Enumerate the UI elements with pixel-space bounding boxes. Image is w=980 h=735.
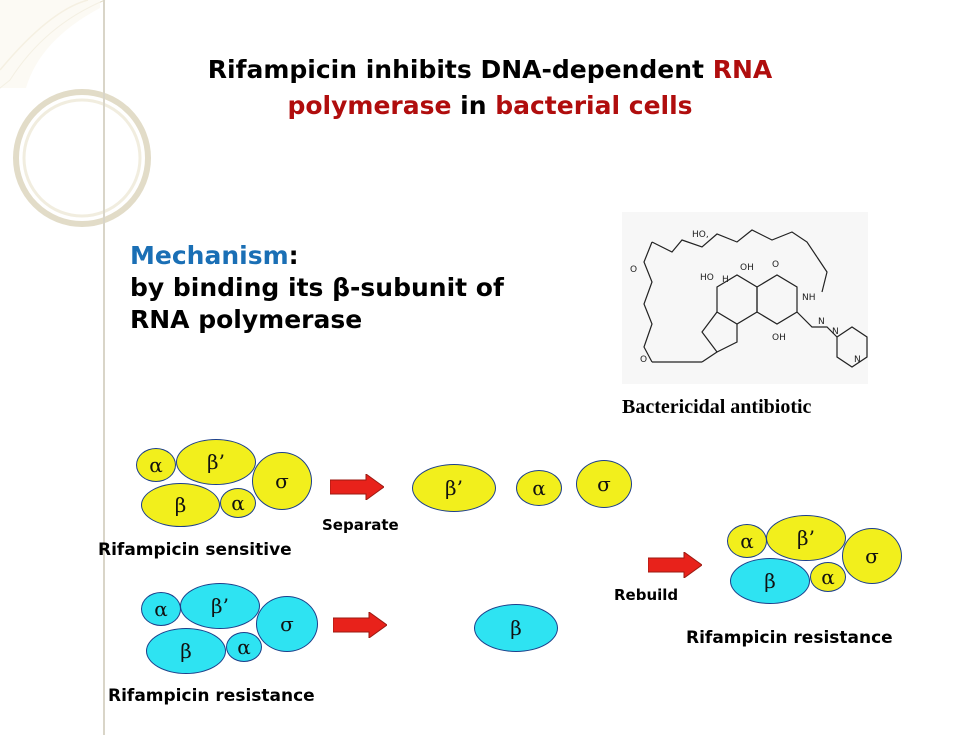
title-text-4: in: [451, 91, 496, 120]
svg-text:O: O: [630, 265, 637, 275]
sigma-label: σ: [865, 544, 879, 568]
slide-title: Rifampicin inhibits DNA-dependent RNA po…: [160, 52, 820, 124]
alpha-label: α: [821, 565, 835, 589]
beta-label: β: [510, 616, 522, 640]
alpha-label: α: [740, 529, 754, 553]
alpha-subunit-rebuilt: α: [810, 562, 846, 592]
beta-subunit-resistant-rebuilt: β: [730, 558, 810, 604]
beta-prime-label: β’: [211, 594, 229, 618]
sigma-subunit-rebuilt: σ: [842, 528, 902, 584]
alpha-label: α: [149, 453, 163, 477]
alpha-subunit-resistant: α: [141, 592, 181, 626]
alpha-label: α: [231, 491, 245, 515]
beta-label: β: [180, 639, 192, 663]
alpha-subunit: α: [220, 488, 256, 518]
beta-subunit: β: [141, 483, 220, 527]
svg-text:O: O: [640, 355, 647, 365]
mechanism-heading: Mechanism: [130, 241, 289, 270]
svg-text:OH: OH: [740, 263, 754, 273]
beta-label: β: [764, 569, 776, 593]
title-text-3: polymerase: [287, 91, 452, 120]
title-text-5: bacterial cells: [495, 91, 693, 120]
svg-text:OH: OH: [772, 333, 786, 343]
svg-text:H: H: [722, 275, 729, 285]
alpha-label: α: [237, 635, 251, 659]
alpha-subunit: α: [136, 448, 176, 482]
svg-text:N: N: [832, 327, 839, 337]
alpha-label: α: [154, 597, 168, 621]
structure-caption: Bactericidal antibiotic: [622, 396, 812, 418]
mechanism-text: Mechanism: by binding its β-subunit of R…: [130, 240, 504, 336]
rifampicin-structure: HO, HO H OH O NH N N N OH O O: [622, 212, 868, 384]
beta-prime-subunit-separated: β’: [412, 464, 496, 512]
separate-label: Separate: [322, 516, 399, 534]
svg-text:HO: HO: [700, 273, 714, 283]
resistance-label-left: Rifampicin resistance: [108, 686, 315, 706]
separate-arrow: [330, 474, 384, 500]
beta-prime-subunit: β’: [176, 439, 256, 485]
sigma-label: σ: [280, 612, 294, 636]
rebuild-label: Rebuild: [614, 586, 679, 604]
sigma-label: σ: [275, 469, 289, 493]
beta-prime-label: β’: [207, 450, 225, 474]
svg-text:N: N: [818, 317, 825, 327]
resistance-arrow: [333, 612, 387, 638]
svg-text:O: O: [772, 260, 779, 270]
sigma-subunit-resistant: σ: [256, 596, 318, 652]
alpha-subunit-separated: α: [516, 470, 562, 506]
beta-subunit-resistant: β: [146, 628, 226, 674]
sensitive-label: Rifampicin sensitive: [98, 540, 292, 560]
beta-prime-subunit-rebuilt: β’: [766, 515, 846, 561]
beta-prime-label: β’: [445, 476, 463, 500]
mechanism-colon: :: [288, 241, 299, 270]
resistance-label-right: Rifampicin resistance: [686, 628, 893, 648]
svg-text:NH: NH: [802, 293, 816, 303]
rifampicin-structure-drawing: HO, HO H OH O NH N N N OH O O: [630, 229, 868, 368]
mechanism-line-3: RNA polymerase: [130, 305, 363, 334]
mechanism-line-2: by binding its β-subunit of: [130, 273, 504, 302]
beta-prime-label: β’: [797, 526, 815, 550]
title-text-1: Rifampicin inhibits DNA-dependent: [207, 55, 713, 84]
alpha-subunit-resistant: α: [226, 632, 262, 662]
sigma-label: σ: [597, 472, 611, 496]
alpha-subunit-rebuilt: α: [727, 524, 767, 558]
svg-text:N: N: [854, 355, 861, 365]
rebuild-arrow: [648, 552, 702, 578]
title-text-2: RNA: [712, 55, 773, 84]
beta-prime-subunit-resistant: β’: [180, 583, 260, 629]
beta-subunit-resistant-separated: β: [474, 604, 558, 652]
svg-text:HO,: HO,: [692, 230, 709, 240]
sigma-subunit: σ: [252, 452, 312, 510]
beta-label: β: [174, 493, 187, 517]
sigma-subunit-separated: σ: [576, 460, 632, 508]
alpha-label: α: [532, 476, 546, 500]
